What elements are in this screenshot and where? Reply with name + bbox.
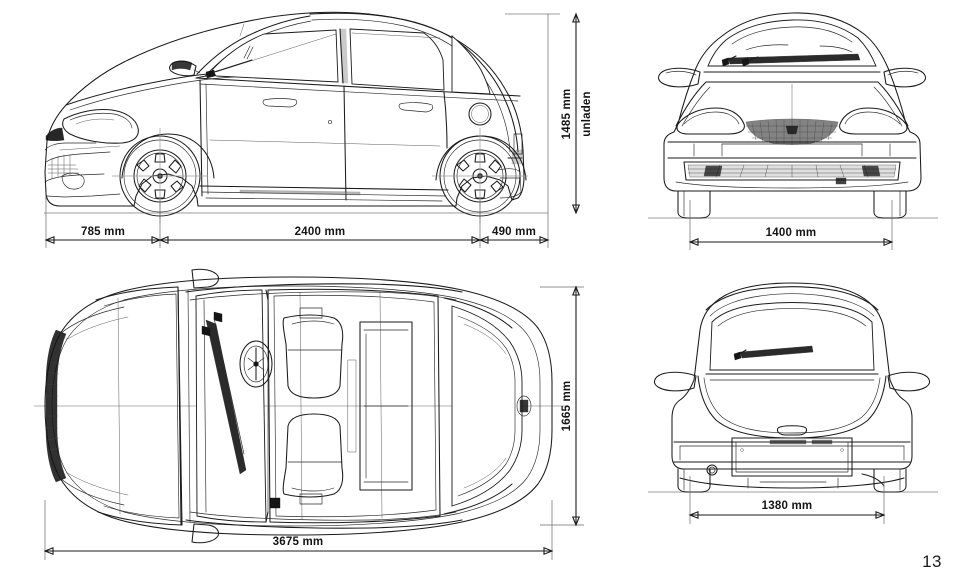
dim-height-note: unladen (581, 91, 593, 137)
dim-height: 1485 mm (561, 89, 573, 140)
rear-view: 1380 mm (648, 282, 938, 524)
dim-front-track: 1400 mm (766, 227, 817, 239)
dim-front-overhang: 785 mm (81, 226, 125, 238)
top-view: 3675 mm 1665 mm (34, 268, 584, 560)
front-view: 1400 mm (648, 12, 938, 250)
dim-rear-overhang: 490 mm (492, 226, 536, 238)
dim-wheelbase: 2400 mm (295, 226, 346, 238)
dim-rear-track: 1380 mm (762, 500, 813, 512)
dim-overall-width: 1665 mm (561, 381, 573, 432)
side-view: 785 mm 2400 mm 490 mm 1485 mm unladen (44, 11, 593, 248)
dim-overall-length: 3675 mm (273, 536, 324, 548)
page-number: 13 (922, 552, 942, 571)
